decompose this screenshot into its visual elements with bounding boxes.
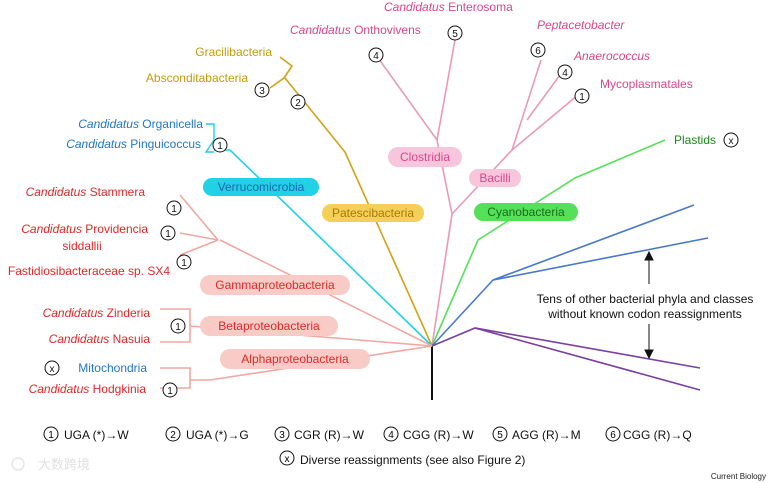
- legend: 1 UGA (*)→W 2 UGA (*)→G 3 CGR (R)→W 4 CG…: [43, 426, 692, 467]
- taxon-mycoplasmatales: Mycoplasmatales: [600, 77, 693, 91]
- marker-beta: [170, 318, 186, 334]
- other-phyla-blue-branches: [431, 204, 709, 347]
- svg-text:Patescibacteria: Patescibacteria: [332, 206, 414, 220]
- svg-text:2: 2: [170, 430, 176, 441]
- betaproteobacteria-label: Betaproteobacteria: [200, 316, 338, 336]
- svg-text:UGA (*)→G: UGA (*)→G: [186, 428, 249, 442]
- taxon-nasuia: Candidatus Nasuia: [49, 332, 151, 346]
- legend-item-6: 6 CGG (R)→Q: [605, 426, 692, 442]
- marker-absconditabacteria-num: 3: [259, 86, 265, 97]
- marker-hodgkinia: [162, 382, 178, 398]
- svg-text:4: 4: [388, 430, 394, 441]
- legend-item-5: 5 AGG (R)→M: [492, 426, 581, 442]
- marker-beta-num: 1: [175, 322, 181, 333]
- marker-onthovivens: [368, 47, 384, 63]
- svg-text:3: 3: [279, 430, 285, 441]
- patescibacteria-label: Patescibacteria: [322, 204, 424, 222]
- organicella-bracket: [204, 123, 215, 153]
- marker-pinguicoccus: [212, 137, 228, 153]
- svg-text:6: 6: [610, 430, 616, 441]
- svg-text:AGG (R)→M: AGG (R)→M: [512, 428, 581, 442]
- marker-plastids: [723, 132, 739, 148]
- marker-gracili-branch-num: 2: [295, 98, 301, 109]
- other-phyla-purple-branches: [431, 327, 701, 391]
- marker-onthovivens-num: 4: [373, 51, 379, 62]
- marker-mitochondria-num: x: [50, 364, 55, 375]
- cyanobacteria-label: Cyanobacteria: [474, 203, 578, 221]
- legend-item-2: 2 UGA (*)→G: [165, 426, 249, 442]
- marker-anaerococcus-num: 4: [562, 68, 568, 79]
- taxon-mitochondria: Mitochondria: [78, 361, 147, 375]
- taxon-organicella: Candidatus Organicella: [78, 117, 203, 131]
- marker-pinguicoccus-num: 1: [217, 141, 223, 152]
- gammaproteobacteria-label: Gammaproteobacteria: [200, 275, 350, 295]
- marker-fastidiosi: [176, 254, 192, 270]
- marker-absconditabacteria: [254, 82, 270, 98]
- marker-anaerococcus: [557, 64, 573, 80]
- marker-peptacetobacter-num: 6: [535, 46, 541, 57]
- marker-mitochondria: [44, 360, 60, 376]
- marker-plastids-num: x: [729, 136, 734, 147]
- svg-text:Alphaproteobacteria: Alphaproteobacteria: [241, 352, 349, 366]
- taxon-hodgkinia: Candidatus Hodgkinia: [29, 382, 147, 396]
- marker-hodgkinia-num: 1: [167, 386, 173, 397]
- svg-text:Gammaproteobacteria: Gammaproteobacteria: [215, 278, 335, 292]
- legend-item-1: 1 UGA (*)→W: [43, 426, 129, 442]
- svg-text:CGG (R)→W: CGG (R)→W: [403, 428, 474, 442]
- marker-stammera-num: 1: [171, 204, 177, 215]
- clostridia-label: Clostridia: [388, 147, 462, 167]
- taxon-zinderia: Candidatus Zinderia: [43, 306, 151, 320]
- taxon-stammera: Candidatus Stammera: [26, 185, 146, 199]
- svg-text:CGG (R)→Q: CGG (R)→Q: [623, 428, 692, 442]
- taxon-fastidiosi: Fastidiosibacteraceae sp. SX4: [8, 264, 170, 278]
- marker-mycoplasmatales-num: 1: [579, 92, 585, 103]
- marker-gracili-branch: [290, 94, 306, 110]
- svg-text:大数跨境: 大数跨境: [38, 457, 90, 472]
- svg-text:Diverse reassignments (see als: Diverse reassignments (see also Figure 2…: [300, 453, 525, 467]
- svg-text:Betaproteobacteria: Betaproteobacteria: [218, 319, 320, 333]
- taxon-gracilibacteria: Gracilibacteria: [195, 45, 272, 59]
- legend-item-x: x Diverse reassignments (see also Figure…: [279, 450, 525, 467]
- annotation-line1: Tens of other bacterial phyla and classe…: [537, 292, 754, 306]
- marker-stammera: [166, 200, 182, 216]
- verrucomicrobia-label: Verrucomicrobia: [203, 178, 319, 196]
- marker-enterosoma-num: 5: [452, 29, 458, 40]
- taxon-pinguicoccus: Candidatus Pinguicoccus: [66, 137, 201, 151]
- taxon-peptacetobacter: Peptacetobacter: [537, 18, 625, 32]
- taxon-providencia-line2: siddallii: [62, 239, 101, 253]
- taxon-providencia: Candidatus Providencia: [21, 222, 148, 236]
- marker-mycoplasmatales: [574, 88, 590, 104]
- taxon-onthovivens: Candidatus Onthovivens: [290, 23, 421, 37]
- legend-item-4: 4 CGG (R)→W: [383, 426, 474, 442]
- credit: Current Biology: [711, 472, 766, 481]
- bacilli-label: Bacilli: [469, 169, 521, 187]
- legend-item-3: 3 CGR (R)→W: [274, 426, 365, 442]
- marker-peptacetobacter: [530, 42, 546, 58]
- annotation-line2: without known codon reassignments: [547, 307, 741, 321]
- marker-providencia: [160, 225, 176, 241]
- marker-enterosoma: [447, 25, 463, 41]
- svg-text:Verrucomicrobia: Verrucomicrobia: [218, 180, 305, 194]
- svg-text:Bacilli: Bacilli: [479, 171, 510, 185]
- taxon-plastids: Plastids: [674, 133, 716, 147]
- alphaproteobacteria-label: Alphaproteobacteria: [220, 349, 370, 369]
- annotation-arrows: [644, 250, 654, 360]
- svg-text:5: 5: [497, 430, 503, 441]
- svg-text:CGR (R)→W: CGR (R)→W: [294, 428, 365, 442]
- marker-fastidiosi-num: 1: [181, 258, 187, 269]
- firmicutes-branches: [375, 39, 579, 347]
- svg-text:Clostridia: Clostridia: [400, 150, 450, 164]
- taxon-enterosoma: Candidatus Enterosoma: [384, 0, 513, 14]
- svg-text:UGA (*)→W: UGA (*)→W: [64, 428, 129, 442]
- svg-text:1: 1: [48, 430, 54, 441]
- svg-text:Cyanobacteria: Cyanobacteria: [487, 205, 565, 219]
- taxon-absconditabacteria: Absconditabacteria: [146, 71, 248, 85]
- marker-providencia-num: 1: [165, 229, 171, 240]
- watermark: 大数跨境: [11, 457, 90, 472]
- svg-text:x: x: [285, 454, 290, 465]
- taxon-anaerococcus: Anaerococcus: [573, 49, 650, 63]
